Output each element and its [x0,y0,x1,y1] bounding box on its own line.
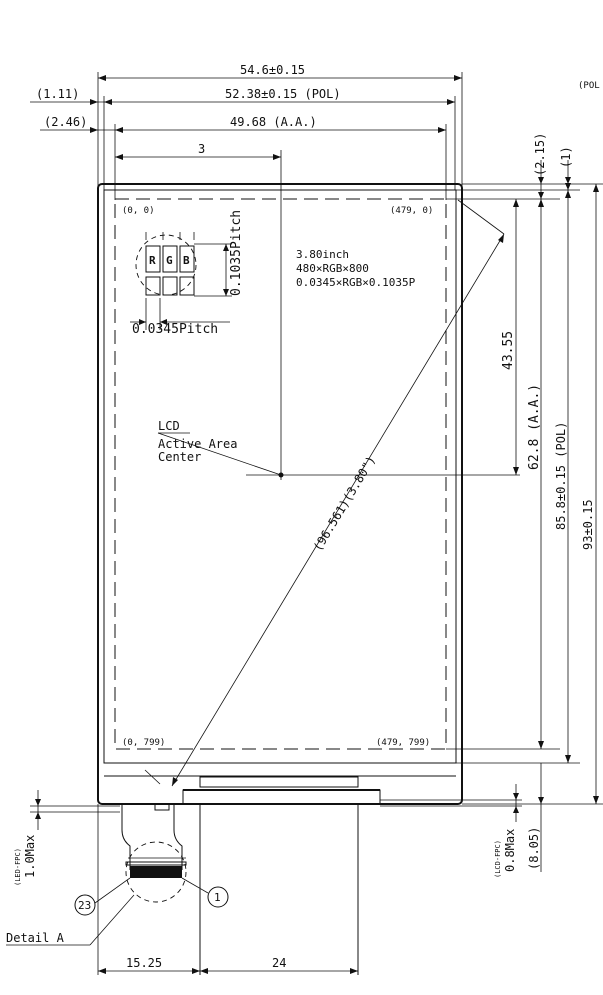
driver-ic [199,776,359,788]
corner-top-right: (479, 0) [390,206,433,216]
dim-pol-height: 85.8±0.15 (POL) [554,190,571,763]
dim-aa-half: 43.55 [501,199,519,475]
corner-bottom-right: (479, 799) [376,738,430,748]
pixel-detail: R G B 0.1035Pitch 0.0345Pitch [130,210,244,337]
pixel-g-label: G [166,254,173,267]
dim-fpc-width: 24 [200,956,358,974]
detail-a-circle [125,841,187,903]
dim-top-gaps: (2.15) (1) [533,133,573,199]
dim-left-ref-1: (1.11) [36,87,79,101]
dim-fpc-length: (8.05) [527,763,544,872]
dim-aa-width: 49.68 (A.A.) (2.46) [40,115,446,133]
led-fpc-right-edge [173,804,183,870]
dim-led-fpc-thickness: (LED-FPC) 1.0Max [14,790,120,886]
lcd-fpc-tag: (LCD-FPC) [494,840,502,878]
pixel-v-pitch: 0.1035Pitch [229,210,244,296]
dim-top-gap-2: (1) [559,146,573,168]
dim-aa-width-label: 49.68 (A.A.) [230,115,317,129]
spec-size: 3.80inch [296,248,349,261]
center-label-line1: LCD [158,419,180,433]
dim-diagonal-label: (96.561)(3.80") [311,453,379,553]
lcd-fpc-bond [182,789,381,805]
dim-aa-height-label: 62.8 (A.A.) [527,384,542,470]
dim-center-offset-label: 3 [198,142,205,156]
led-fpc-left-edge [121,804,131,870]
dim-pol-width-label: 52.38±0.15 (POL) [225,87,341,101]
corner-bottom-left: (0, 799) [122,738,165,748]
center-label: LCD Active Area Center [157,419,282,476]
dim-outline-height: 93±0.15 [581,184,599,804]
dim-outline-width: 54.6±0.15 [98,63,462,81]
led-fpc-tag: (LED-FPC) [14,848,22,886]
pin-23-callout [74,894,96,916]
pixel-r-label: R [149,254,156,267]
pin-23-label: 23 [78,899,91,912]
spec-pitch: 0.0345×RGB×0.1035P [296,276,416,289]
dim-lcd-fpc-thickness: (LCD-FPC) 0.8Max [380,784,522,878]
dim-aa-half-label: 43.55 [501,331,516,370]
center-label-line3: Center [158,450,201,464]
dim-aa-height: 62.8 (A.A.) [527,199,544,749]
dim-center-offset: 3 [115,142,281,160]
dim-top-gap-1: (2.15) [533,133,547,176]
lcd-fpc-value: 0.8Max [503,829,517,872]
dim-pol-width: 52.38±0.15 (POL) (1.11) [30,87,455,105]
dim-pol-height-label: 85.8±0.15 (POL) [554,422,568,530]
pixel-h-pitch: 0.0345Pitch [132,322,218,337]
fpc-connector [125,841,187,903]
dim-fpc-offset: 15.25 [98,956,200,974]
detail-a-label: Detail A [6,931,65,945]
pin-1-label: 1 [214,891,221,904]
pin-1-callout [207,886,229,908]
dim-fpc-offset-label: 15.25 [126,956,162,970]
pixel-b-label: B [183,254,190,267]
dim-left-ref-2: (2.46) [44,115,87,129]
center-label-line2: Active Area [158,437,237,451]
dim-outline-height-label: 93±0.15 [581,499,595,550]
spec-resolution: 480×RGB×800 [296,262,369,275]
dim-outline-width-label: 54.6±0.15 [240,63,305,77]
led-fpc [121,803,186,870]
corner-top-left: (0, 0) [122,206,155,216]
polarizer-outline [103,189,457,764]
pol-ref-corner: (POL [578,81,600,91]
connector-body [130,866,182,878]
dim-fpc-length-label: (8.05) [527,827,541,870]
dim-fpc-width-label: 24 [272,956,286,970]
led-fpc-value: 1.0Max [23,835,37,878]
